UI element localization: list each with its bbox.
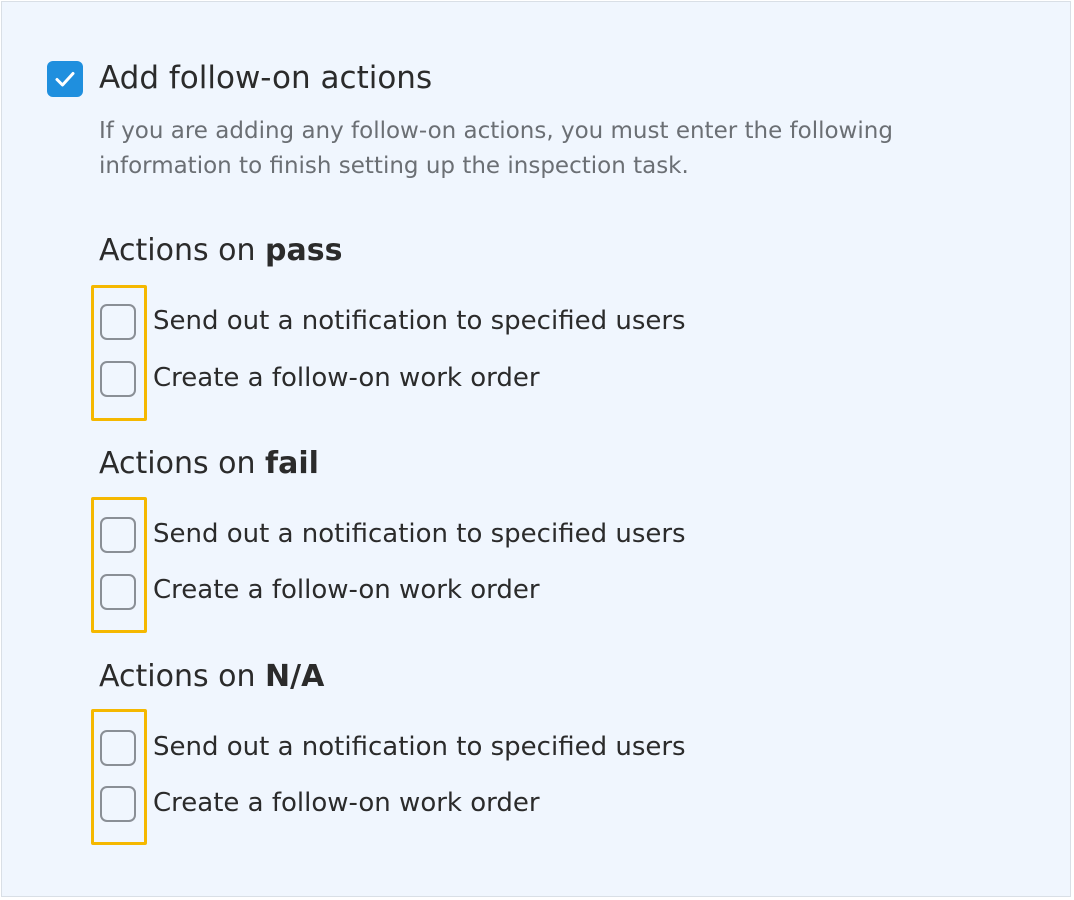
pass-work-order-checkbox[interactable]	[100, 361, 136, 397]
na-work-order-label[interactable]: Create a follow-on work order	[153, 788, 540, 818]
section-title-prefix: Actions on	[99, 446, 266, 481]
checkbox-highlight-pass	[91, 285, 147, 421]
add-follow-on-actions-checkbox[interactable]	[47, 61, 83, 97]
checkmark-icon	[55, 72, 75, 87]
na-notify-label[interactable]: Send out a notification to specified use…	[153, 732, 686, 762]
section-title-emphasis: fail	[265, 446, 319, 481]
fail-notify-label[interactable]: Send out a notification to specified use…	[153, 519, 686, 549]
fail-work-order-checkbox[interactable]	[100, 574, 136, 610]
section-title-fail: Actions on fail	[99, 444, 319, 484]
add-follow-on-actions-label[interactable]: Add follow-on actions	[99, 60, 433, 96]
follow-on-description: If you are adding any follow-on actions,…	[99, 118, 893, 179]
section-title-na: Actions on N/A	[99, 657, 324, 697]
section-title-emphasis: pass	[265, 233, 343, 268]
na-work-order-checkbox[interactable]	[100, 786, 136, 822]
pass-notify-checkbox[interactable]	[100, 304, 136, 340]
checkbox-highlight-fail	[91, 497, 147, 633]
section-title-pass: Actions on pass	[99, 231, 342, 271]
pass-work-order-label[interactable]: Create a follow-on work order	[153, 363, 540, 393]
na-notify-checkbox[interactable]	[100, 730, 136, 766]
fail-notify-checkbox[interactable]	[100, 517, 136, 553]
pass-notify-label[interactable]: Send out a notification to specified use…	[153, 306, 686, 336]
checkbox-highlight-na	[91, 709, 147, 845]
fail-work-order-label[interactable]: Create a follow-on work order	[153, 575, 540, 605]
section-title-prefix: Actions on	[99, 233, 266, 268]
section-title-prefix: Actions on	[99, 659, 266, 694]
section-title-emphasis: N/A	[265, 659, 325, 694]
